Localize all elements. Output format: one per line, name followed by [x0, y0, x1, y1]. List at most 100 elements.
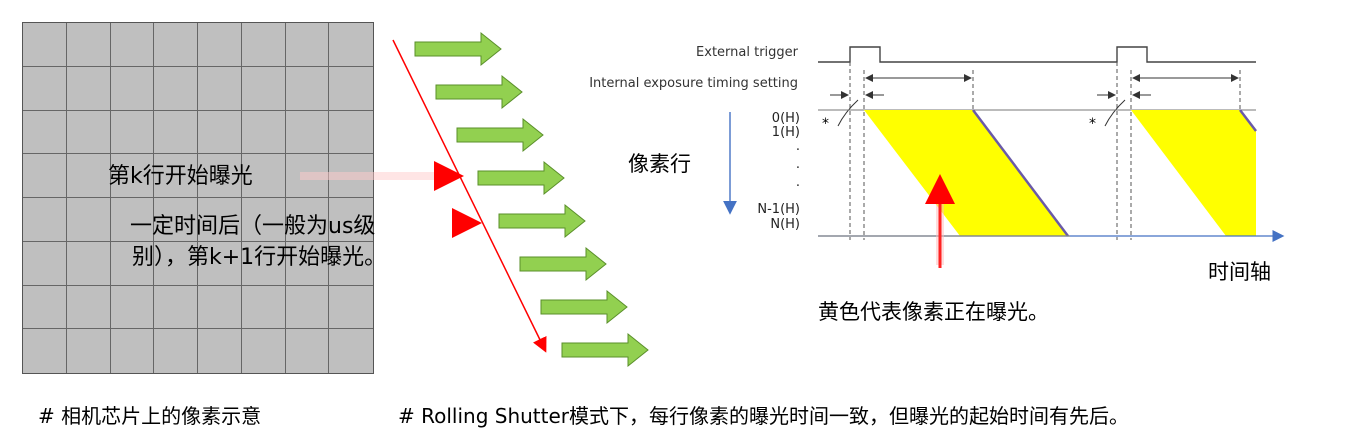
row-exposure-arrow: [435, 74, 523, 110]
pixel-cell: [329, 198, 373, 242]
pixel-cell: [154, 285, 198, 330]
pixel-cell: [329, 23, 373, 67]
pixel-cell: [285, 241, 330, 286]
left-caption: # 相机芯片上的像素示意: [38, 404, 262, 428]
row-exposure-arrow: [561, 332, 649, 368]
yellow-pointer-arrow: [925, 174, 955, 268]
external-trigger-waveform: [818, 46, 1256, 63]
pixel-cell: [241, 23, 286, 67]
pixel-cell: [242, 329, 286, 373]
star-marker-2: *: [1089, 116, 1096, 132]
row-k-start-label: 第k行开始曝光: [108, 164, 253, 189]
row-exposure-arrow: [498, 203, 586, 239]
pixel-cell: [110, 241, 155, 286]
rolling-scan-line: [392, 39, 547, 353]
pixel-cell: [66, 66, 111, 111]
pixel-cell: [329, 286, 373, 330]
pixel-cell: [198, 241, 242, 286]
pixel-cell: [110, 154, 155, 198]
pixel-cell: [285, 198, 330, 242]
pixel-cell: [241, 241, 286, 286]
row-exposure-arrow: [540, 289, 628, 325]
pixel-row-axis-label: 像素行: [628, 152, 691, 176]
pixel-cell: [23, 154, 67, 198]
pixel-cell: [241, 110, 286, 155]
timing-guides: [849, 62, 1241, 240]
pixel-cell: [198, 154, 242, 198]
pixel-cell: [329, 242, 373, 286]
pixel-cell: [66, 198, 111, 242]
pointer-arrow-row-k: [295, 161, 464, 191]
time-axis-label: 时间轴: [1208, 260, 1271, 284]
pixel-cell: [198, 66, 242, 111]
pixel-cell: [154, 241, 198, 286]
row-index-label: ·: [795, 179, 800, 194]
row-index-label: N(H): [770, 217, 800, 232]
pixel-cell: [154, 154, 198, 198]
pixel-cell: [154, 198, 198, 242]
row-exposure-arrows: [414, 31, 649, 368]
row-exposure-arrow: [519, 246, 607, 282]
pixel-cell: [23, 66, 67, 111]
pixel-cell: [110, 110, 155, 155]
pixel-cell: [198, 285, 242, 330]
exposure-band-1: [864, 110, 1068, 236]
pixel-cell: [241, 285, 286, 330]
pixel-cell: [110, 198, 155, 242]
pixel-cell: [110, 285, 155, 330]
external-trigger-label: External trigger: [696, 45, 798, 60]
pixel-cell: [198, 23, 242, 67]
pixel-cell: [198, 110, 242, 155]
row-index-label: 0(H): [771, 111, 800, 126]
row-index-label: N-1(H): [757, 202, 800, 217]
pixel-cell: [23, 110, 67, 155]
row-exposure-arrow: [477, 160, 565, 196]
pixel-cell: [285, 110, 330, 155]
pixel-cell: [285, 23, 330, 67]
row-k1-label-line1: 一定时间后（一般为us级: [130, 214, 376, 239]
pixel-cell: [66, 241, 111, 286]
pixel-cell: [198, 198, 242, 242]
pixel-cell: [329, 111, 373, 155]
yellow-meaning-label: 黄色代表像素正在曝光。: [818, 300, 1049, 324]
pixel-cell: [241, 66, 286, 111]
pixel-cell: [66, 285, 111, 330]
row-index-label: ·: [795, 143, 800, 158]
pixel-cell: [198, 329, 242, 373]
pixel-cell: [241, 154, 286, 198]
pixel-cell: [23, 23, 67, 67]
row-exposure-arrow: [456, 117, 544, 153]
pixel-cell: [67, 329, 111, 373]
row-index-label: 1(H): [771, 125, 800, 140]
pixel-cell: [66, 154, 111, 198]
sensor-pixel-grid: [22, 22, 374, 374]
row-k1-label-line2: 别），第k+1行开始曝光。: [132, 245, 387, 270]
row-exposure-arrow: [414, 31, 502, 67]
internal-exposure-label: Internal exposure timing setting: [589, 76, 798, 91]
pixel-cell: [110, 23, 155, 67]
pixel-cell: [329, 154, 373, 198]
pixel-cell: [285, 66, 330, 111]
pixel-cell: [23, 198, 67, 242]
pixel-cell: [66, 110, 111, 155]
pixel-cell: [23, 285, 67, 330]
row-index-label: ·: [795, 161, 800, 176]
pixel-cell: [111, 329, 155, 373]
pixel-cell: [154, 110, 198, 155]
pixel-cell: [329, 67, 373, 111]
right-caption: # Rolling Shutter模式下，每行像素的曝光时间一致，但曝光的起始时…: [398, 404, 1130, 428]
star-marker-1: *: [822, 116, 829, 132]
pixel-cell: [241, 198, 286, 242]
exposure-band-2: [1131, 110, 1256, 236]
pixel-cell: [286, 329, 330, 373]
pixel-cell: [285, 285, 330, 330]
pixel-cell: [154, 23, 198, 67]
pixel-cell: [154, 66, 198, 111]
pixel-cell: [66, 23, 111, 67]
pixel-cell: [154, 329, 198, 373]
pixel-cell: [23, 241, 67, 286]
exposure-interval-arrows: [830, 74, 1239, 127]
pixel-cell: [23, 329, 67, 373]
pixel-cell: [110, 66, 155, 111]
